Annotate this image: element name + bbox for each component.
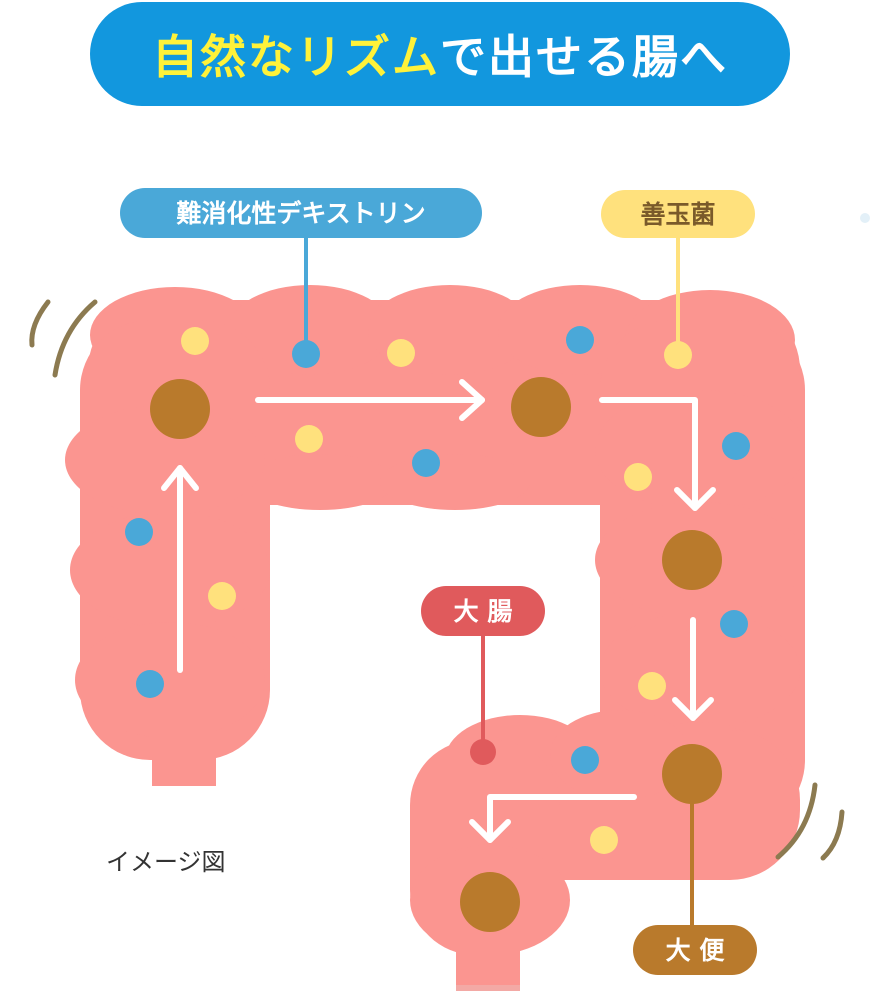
stool-ball [460, 872, 520, 932]
bacteria-dot [295, 425, 323, 453]
title-rest: で出せる腸へ [440, 30, 728, 84]
bacteria-dot [208, 582, 236, 610]
title-banner: 自然なリズムで出せる腸へ [90, 2, 790, 106]
dextrin-dot [722, 432, 750, 460]
rectum-edge [456, 985, 520, 991]
stool-ball [150, 379, 210, 439]
callout-colon: 大 腸 [421, 586, 545, 765]
dextrin-dot [125, 518, 153, 546]
page-title: 自然なリズムで出せる腸へ [152, 21, 728, 87]
bacteria-dot [590, 826, 618, 854]
label-colon: 大 腸 [454, 597, 513, 626]
flow-arrows [161, 379, 716, 843]
dextrin-dot [136, 670, 164, 698]
label-dextrin: 難消化性デキストリン [176, 199, 425, 228]
bacteria-dot [387, 339, 415, 367]
arrow-left-down [469, 794, 637, 843]
title-highlight: 自然なリズム [152, 30, 440, 84]
arrow-down [672, 617, 714, 721]
bacteria-dot [181, 327, 209, 355]
stool-ball [662, 744, 722, 804]
image-caption: イメージ図 [106, 848, 226, 876]
dextrin-dot [412, 449, 440, 477]
colon-pointer-dot [470, 739, 496, 765]
stool-balls [150, 377, 722, 932]
decorative-dot [860, 213, 870, 223]
motion-lines-left [29, 299, 98, 378]
callout-stool: 大 便 [633, 790, 757, 975]
bacteria-dots [181, 327, 692, 854]
bacteria-dot [638, 672, 666, 700]
stool-ball [662, 530, 722, 590]
arrow-up [161, 465, 199, 673]
motion-lines-right [775, 782, 845, 861]
arrow-right-down [599, 397, 716, 511]
stool-ball [511, 377, 571, 437]
label-stool: 大 便 [666, 936, 726, 965]
arrow-right [255, 379, 485, 421]
dextrin-dot [720, 610, 748, 638]
callout-bacteria: 善玉菌 [601, 190, 755, 355]
bacteria-dot [624, 463, 652, 491]
dextrin-dot [571, 746, 599, 774]
label-bacteria: 善玉菌 [640, 200, 715, 229]
dextrin-dot [566, 326, 594, 354]
callout-dextrin: 難消化性デキストリン [120, 188, 482, 354]
